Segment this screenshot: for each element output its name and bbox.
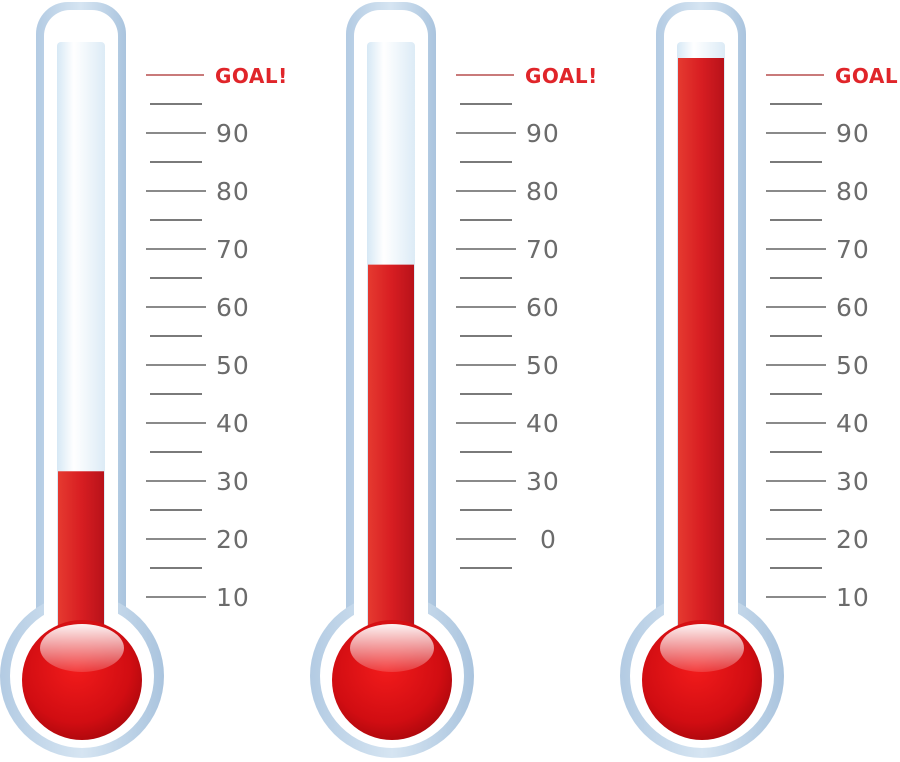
scale-label: 80 [836,177,870,206]
scale-label: 10 [836,583,870,612]
scale-label: 20 [216,525,250,554]
scale-label: 60 [836,293,870,322]
thermometer-right: GOAL! 90 80 70 60 50 40 30 20 10 [620,2,900,758]
scale-label: 10 [216,583,250,612]
scale-label: 80 [526,177,560,206]
scale-label: 20 [836,525,870,554]
scale-label: 70 [216,235,250,264]
scale-label: 70 [836,235,870,264]
scale-label: 80 [216,177,250,206]
scale-label: 30 [216,467,250,496]
scale-label: 90 [216,119,250,148]
scale-label: 30 [836,467,870,496]
scale-label: 50 [216,351,250,380]
thermometer-left: GOAL! 90 80 70 60 50 40 30 20 10 [0,2,288,758]
scale-label: 50 [836,351,870,380]
scale-label: 30 [526,467,560,496]
scale-label: 40 [526,409,560,438]
goal-label: GOAL! [525,64,598,88]
thermometer-middle: GOAL! 90 80 70 60 50 40 30 0 [310,2,598,758]
goal-label: GOAL! [215,64,288,88]
bulb-highlight [40,624,124,672]
scale-label: 70 [526,235,560,264]
goal-label: GOAL! [835,64,900,88]
bulb-highlight [660,624,744,672]
bulb-highlight [350,624,434,672]
mercury-column [368,264,414,652]
scale-label: 60 [216,293,250,322]
scale-label: 40 [836,409,870,438]
scale-label: 40 [216,409,250,438]
mercury-column [678,58,724,652]
scale-label: 90 [836,119,870,148]
scale-label: 60 [526,293,560,322]
scale-label: 0 [540,525,557,554]
scale-label: 90 [526,119,560,148]
scale-label: 50 [526,351,560,380]
